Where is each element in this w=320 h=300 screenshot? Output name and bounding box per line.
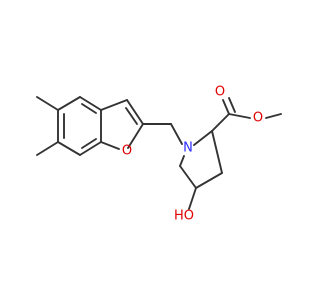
benzene-ring — [57, 96, 102, 156]
molecule-canvas: O N O O HO — [36, 84, 282, 224]
double-bond — [81, 138, 97, 149]
methyl-groups — [36, 96, 59, 156]
hydroxyl-bond — [188, 187, 197, 210]
double-bond-inner — [125, 107, 138, 125]
methylene-bond — [170, 123, 183, 145]
ester-group — [211, 97, 282, 132]
carbonyl-oxygen-label: O — [215, 85, 225, 100]
bond — [179, 165, 197, 189]
pyrrolidine-ring — [179, 130, 223, 189]
bond — [179, 155, 185, 167]
double-bond — [81, 103, 97, 114]
carbonyl-double-bond — [228, 97, 236, 113]
methyl-bond — [36, 141, 59, 156]
bond — [211, 130, 223, 174]
hydroxyl-label: HO — [174, 209, 194, 224]
nitrogen-label: N — [183, 141, 193, 156]
methyl-bond — [36, 96, 59, 111]
bond — [57, 141, 81, 156]
bond — [127, 123, 144, 149]
bond — [79, 96, 102, 111]
bond — [100, 99, 128, 111]
bond — [100, 141, 120, 150]
ring-oxygen-label: O — [122, 144, 132, 159]
bond — [195, 172, 223, 189]
bond — [57, 96, 81, 111]
bond — [265, 113, 282, 119]
furan-ring — [100, 99, 144, 150]
bond — [228, 113, 251, 119]
bond — [79, 141, 102, 156]
bond — [193, 130, 213, 146]
ester-oxygen-label: O — [253, 111, 263, 126]
molecule-structure: O N O O HO — [36, 85, 282, 224]
double-bond — [126, 99, 144, 125]
bond — [211, 113, 230, 132]
carbonyl-double-bond — [222, 99, 230, 115]
